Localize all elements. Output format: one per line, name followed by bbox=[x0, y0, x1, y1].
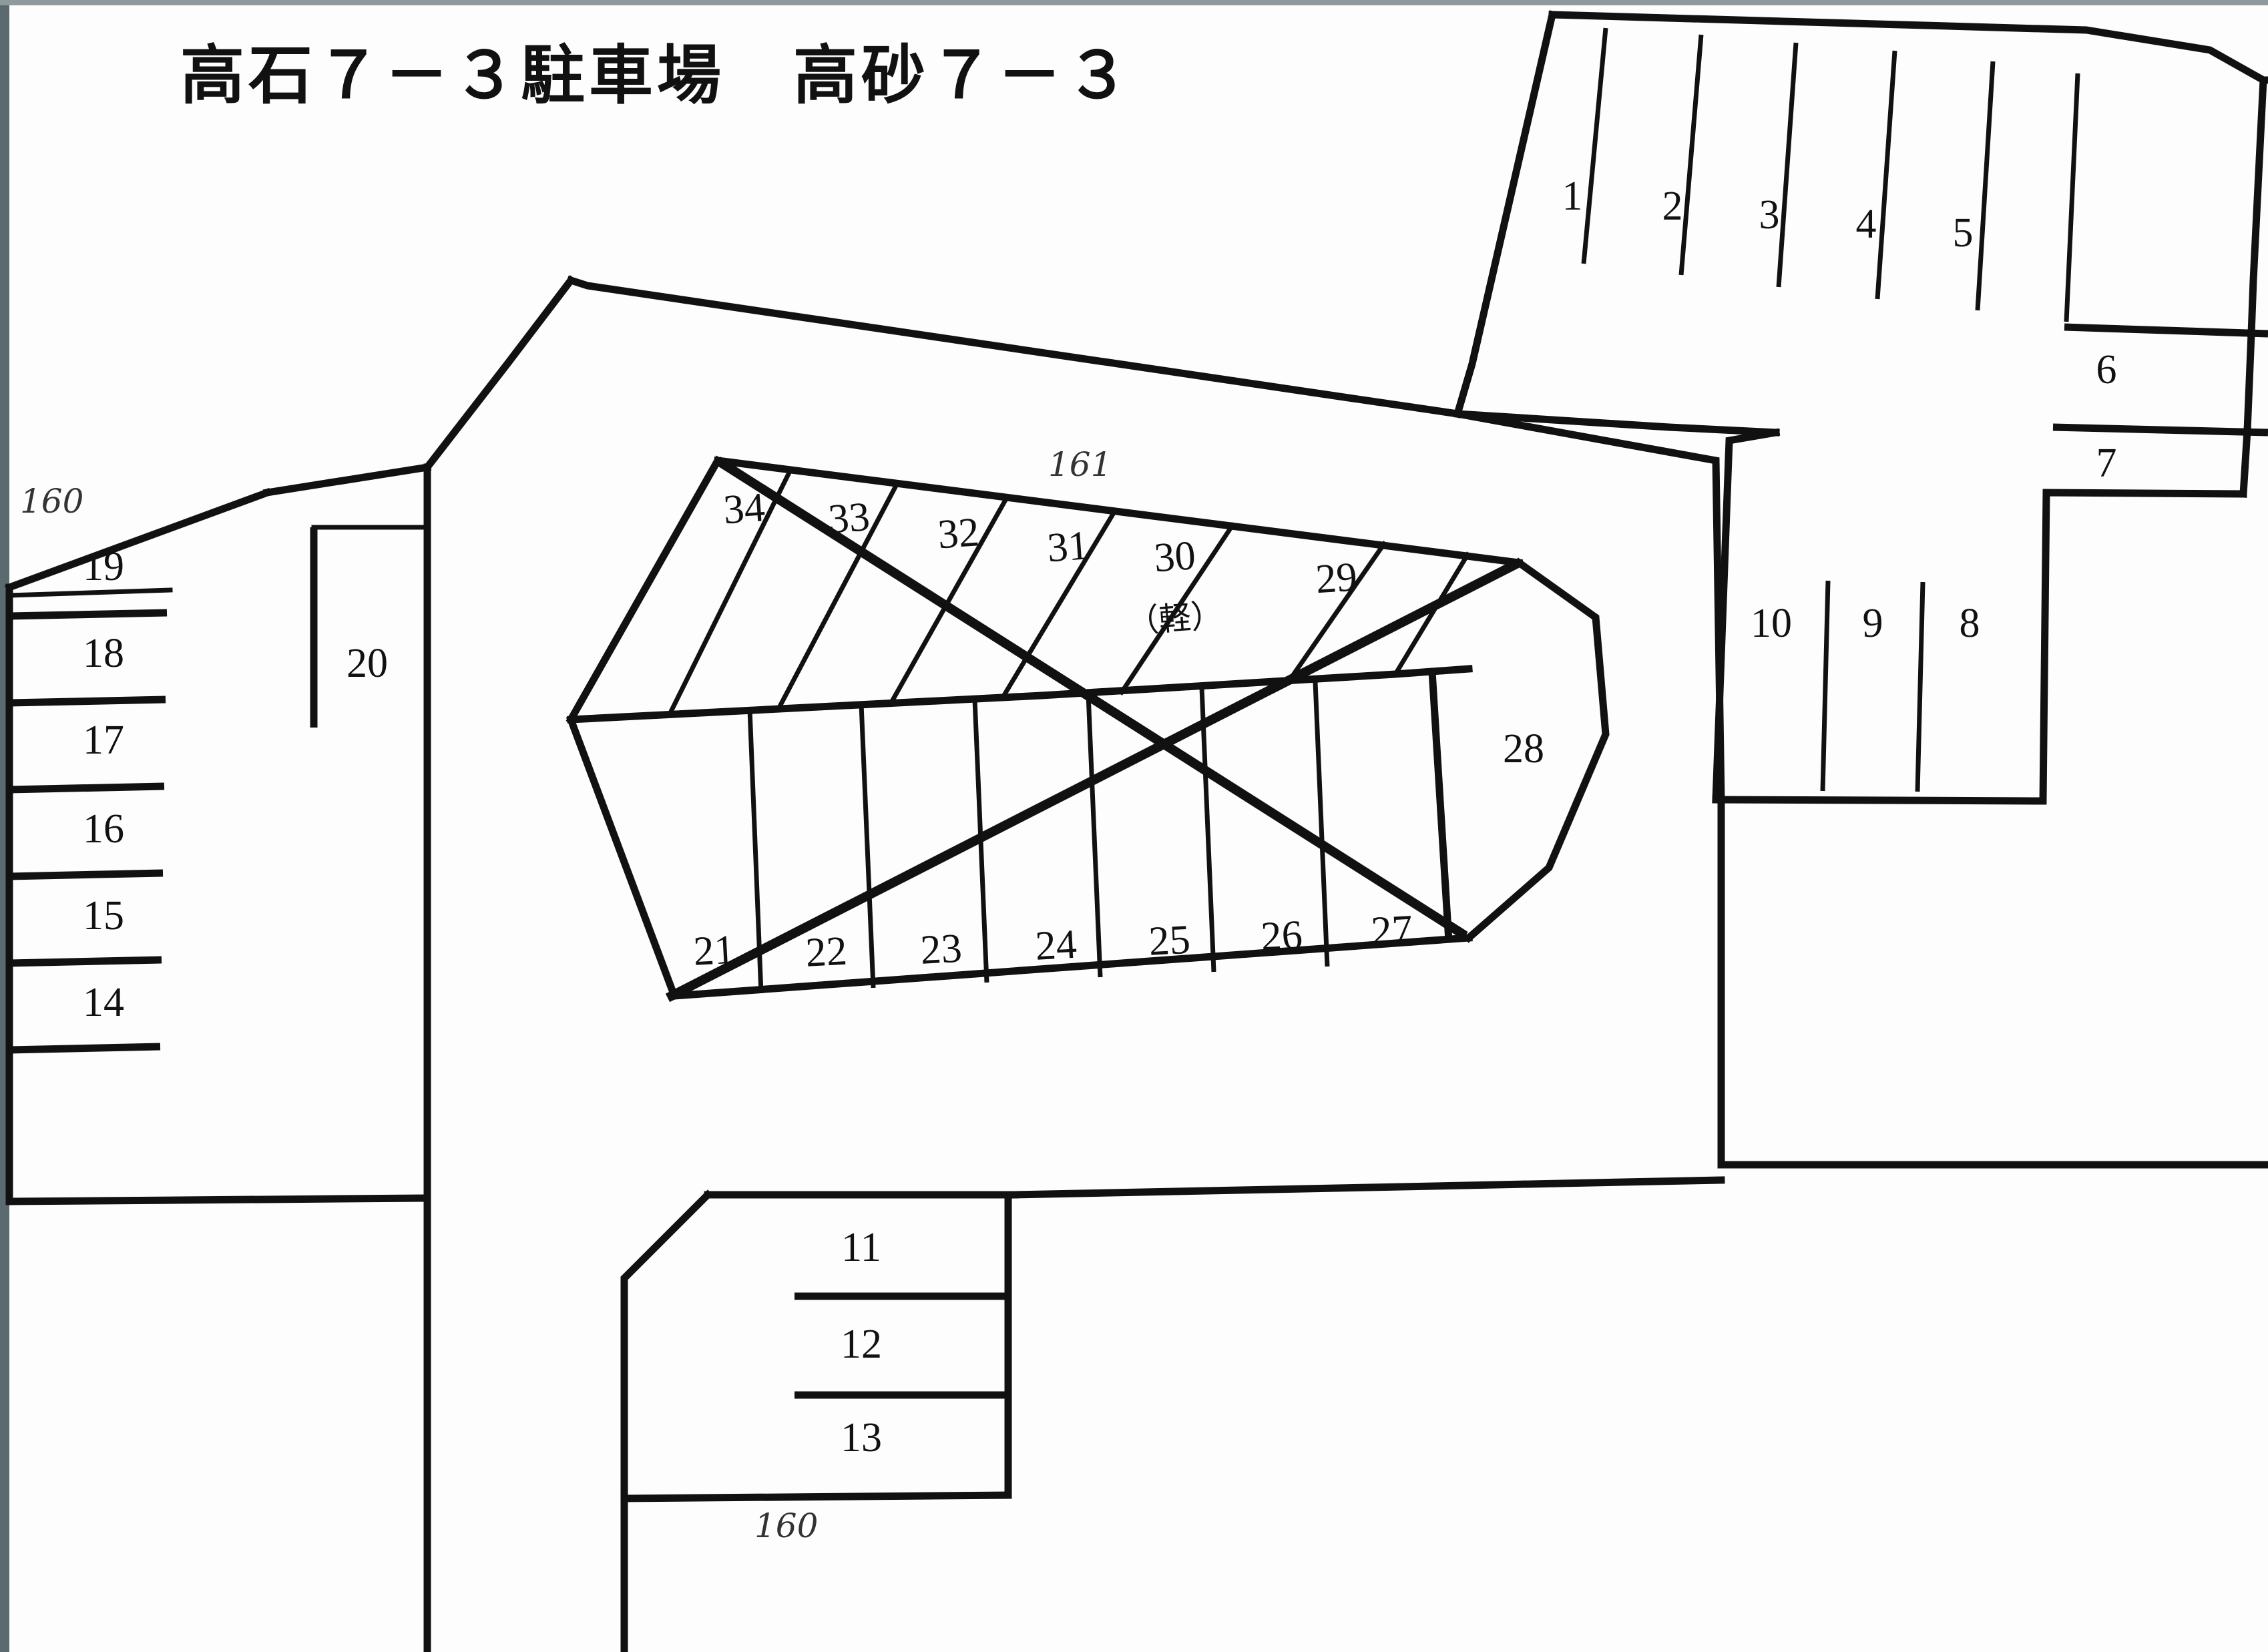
stall-label-20[interactable]: 20 bbox=[347, 641, 388, 686]
stall-label-9[interactable]: 9 bbox=[1863, 601, 1883, 646]
west-single-outline bbox=[310, 463, 431, 1652]
stall-label-1[interactable]: 1 bbox=[1562, 174, 1583, 219]
stall-label-4[interactable]: 4 bbox=[1856, 202, 1877, 247]
stall-label-25[interactable]: 25 bbox=[1148, 917, 1191, 965]
property-outline bbox=[422, 275, 2268, 1199]
stall-label-13[interactable]: 13 bbox=[841, 1415, 882, 1460]
stall-label-31[interactable]: 31 bbox=[1046, 523, 1090, 571]
stall-label-10[interactable]: 10 bbox=[1751, 601, 1792, 646]
stall-label-30[interactable]: 30 bbox=[1152, 533, 1197, 581]
stall-label-23[interactable]: 23 bbox=[919, 926, 963, 973]
handwritten-notes: 160 161 160 bbox=[20, 445, 1112, 1545]
stall-label-21[interactable]: 21 bbox=[692, 927, 736, 975]
stall-label-27[interactable]: 27 bbox=[1370, 907, 1413, 954]
stall-label-12[interactable]: 12 bbox=[841, 1322, 882, 1367]
north-bay-outline bbox=[1453, 10, 2268, 437]
west-column-dividers bbox=[9, 609, 168, 1054]
stall-label-3[interactable]: 3 bbox=[1759, 192, 1780, 238]
center-upper-dividers bbox=[667, 467, 1471, 716]
stall-label-24[interactable]: 24 bbox=[1034, 922, 1078, 969]
scan-edge-top bbox=[0, 0, 2268, 5]
stall-label-30-kei: （軽） bbox=[1126, 597, 1224, 641]
stall-label-33[interactable]: 33 bbox=[827, 494, 871, 542]
stall-label-11[interactable]: 11 bbox=[841, 1225, 881, 1270]
scan-edge-left bbox=[0, 0, 9, 1652]
stall-label-14[interactable]: 14 bbox=[83, 980, 124, 1025]
stall-label-32[interactable]: 32 bbox=[936, 509, 981, 557]
stall-label-28[interactable]: 28 bbox=[1503, 726, 1544, 772]
stall-label-15[interactable]: 15 bbox=[83, 893, 124, 938]
note-161-center: 161 bbox=[1048, 445, 1112, 484]
stall-label-6[interactable]: 6 bbox=[2096, 347, 2117, 392]
stall-label-26[interactable]: 26 bbox=[1260, 912, 1303, 960]
east-lower-bay-dividers bbox=[1820, 580, 1925, 792]
note-160-bottom: 160 bbox=[754, 1506, 818, 1545]
center-block-cross-out bbox=[665, 457, 1522, 1003]
stall-label-7[interactable]: 7 bbox=[2096, 441, 2117, 486]
stall-label-22[interactable]: 22 bbox=[805, 928, 848, 976]
stall-label-5[interactable]: 5 bbox=[1953, 210, 1974, 256]
stall-label-18[interactable]: 18 bbox=[83, 631, 124, 676]
north-bay-dividers bbox=[1581, 27, 2080, 322]
stall-label-34[interactable]: 34 bbox=[722, 485, 766, 533]
west-column-outline bbox=[4, 463, 432, 1205]
south-bay-dividers bbox=[795, 1292, 1007, 1399]
center-lower-dividers bbox=[747, 671, 1453, 994]
stall-label-8[interactable]: 8 bbox=[1960, 601, 1980, 646]
stall-label-2[interactable]: 2 bbox=[1662, 184, 1683, 229]
page-title: 高石７－３駐車場 高砂７－３ bbox=[180, 38, 1134, 113]
stall-label-19[interactable]: 19 bbox=[83, 544, 124, 589]
stall-labels: 1 2 3 4 5 6 7 10 9 8 19 18 17 16 15 14 2… bbox=[83, 174, 2117, 1460]
east-edge-bay-outline bbox=[2052, 323, 2268, 498]
stall-label-16[interactable]: 16 bbox=[83, 806, 124, 852]
stall-label-17[interactable]: 17 bbox=[83, 718, 124, 763]
stall-label-29[interactable]: 29 bbox=[1314, 554, 1359, 602]
south-bay-outline bbox=[620, 1189, 1019, 1652]
note-160-top-left: 160 bbox=[20, 482, 83, 521]
